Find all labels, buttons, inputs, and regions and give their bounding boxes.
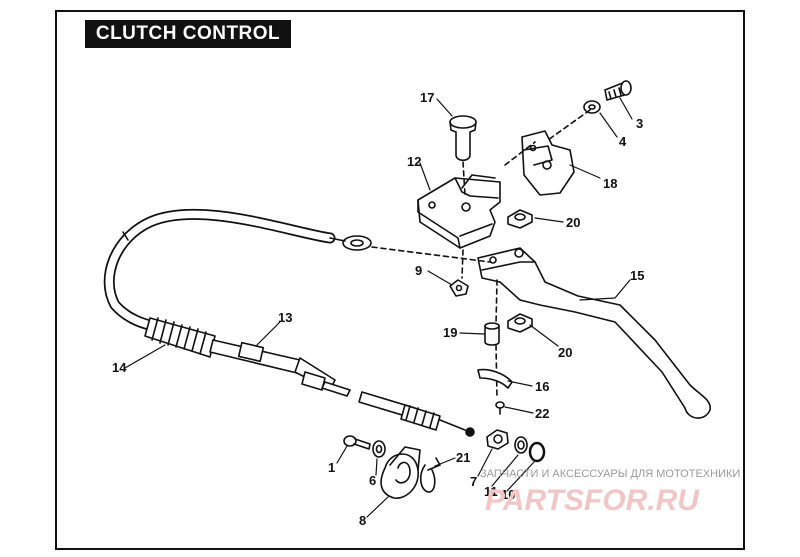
part-20-locknut-upper: [507, 209, 533, 229]
callout-numbers: 17 3 4 12 18 20 9 15 13 14 19 20 16 22 1…: [112, 90, 644, 528]
callout-22: 22: [535, 406, 549, 421]
callout-19: 19: [443, 325, 457, 340]
part-21-cotter-pin: [419, 457, 441, 493]
callout-3: 3: [636, 116, 643, 131]
callout-15: 15: [630, 268, 644, 283]
part-7-nut: [486, 429, 509, 450]
callout-21: 21: [456, 450, 470, 465]
watermark-tagline: ЗАПЧАСТИ И АКСЕССУАРЫ ДЛЯ МОТОТЕХНИКИ: [480, 468, 740, 480]
part-13-cable-adjuster: [209, 339, 351, 397]
callout-8: 8: [359, 513, 366, 528]
callout-1: 1: [328, 460, 335, 475]
callout-14: 14: [112, 360, 127, 375]
callout-13: 13: [278, 310, 292, 325]
callout-18: 18: [603, 176, 617, 191]
part-17-pivot-pin: [449, 115, 477, 196]
callout-11: 11: [484, 484, 498, 499]
part-20-locknut-lower: [507, 313, 533, 333]
part-15-clutch-lever: [477, 247, 711, 419]
part-19-bushing: [484, 322, 500, 346]
callout-20-upper: 20: [566, 215, 580, 230]
diagram-frame: [55, 10, 745, 550]
part-1-screw: [343, 435, 371, 450]
part-14-boot: [144, 317, 216, 358]
watermark: ЗАПЧАСТИ И АКСЕССУАРЫ ДЛЯ МОТОТЕХНИКИ PA…: [480, 468, 740, 517]
part-8-cable-clamp: [380, 446, 421, 499]
callout-leaders: [124, 97, 633, 518]
part-4-washer: [583, 100, 601, 114]
part-14-cable-housing: [103, 209, 372, 334]
callout-12: 12: [407, 154, 421, 169]
callout-4: 4: [619, 134, 627, 149]
callout-7: 7: [470, 474, 477, 489]
part-6-washer: [372, 440, 386, 458]
callout-16: 16: [535, 379, 549, 394]
callout-10: 10: [501, 487, 515, 502]
part-11-washer: [514, 436, 528, 454]
part-18-clamp-cap: [521, 130, 575, 196]
cable-end-adjuster: [358, 391, 475, 437]
callout-17: 17: [420, 90, 434, 105]
part-16-spring-clip: [477, 368, 513, 389]
callout-20-lower: 20: [558, 345, 572, 360]
part-10-o-ring: [528, 441, 546, 463]
diagram-title: CLUTCH CONTROL: [85, 20, 291, 48]
callout-6: 6: [369, 473, 376, 488]
part-3-screw: [604, 80, 632, 101]
part-22-screw: [495, 401, 505, 415]
callout-9: 9: [415, 263, 422, 278]
part-12-lever-bracket: [417, 174, 501, 249]
part-9-pin-clip: [449, 279, 469, 297]
watermark-logo: PARTSFOR.RU: [485, 484, 700, 517]
